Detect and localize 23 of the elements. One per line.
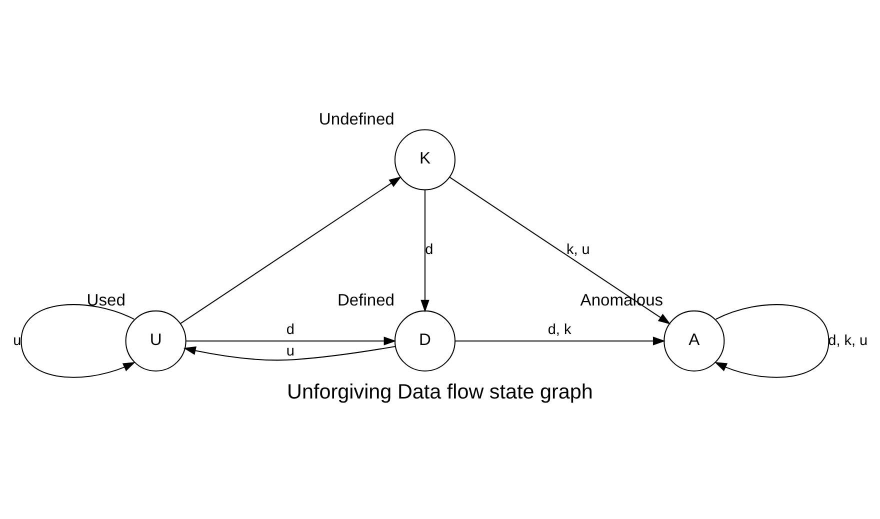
edge-label: d xyxy=(286,321,294,338)
arrow xyxy=(420,190,430,312)
arrow xyxy=(714,304,830,378)
edge-label: u xyxy=(286,343,294,360)
node-label: Defined xyxy=(337,290,395,310)
node-circle: K xyxy=(394,128,456,190)
node-label: Undefined xyxy=(318,108,394,128)
edge-label: k, u xyxy=(566,242,590,258)
arrow xyxy=(186,336,396,345)
edge-label: d xyxy=(425,242,434,258)
arrow xyxy=(455,336,666,345)
arrow xyxy=(180,176,402,324)
arrow xyxy=(20,304,136,378)
node-circle: A xyxy=(664,310,725,371)
diagram-title: Unforgiving Data flow state graph xyxy=(287,380,593,404)
edge-label: d, k xyxy=(548,321,572,338)
edge-label: u xyxy=(13,332,22,348)
node-label: Used xyxy=(86,290,126,310)
node-circle: U xyxy=(125,310,186,371)
arrow xyxy=(450,176,671,324)
edge-label: d, k, u xyxy=(828,332,868,348)
node-circle: D xyxy=(394,310,456,371)
arrow xyxy=(183,345,396,360)
